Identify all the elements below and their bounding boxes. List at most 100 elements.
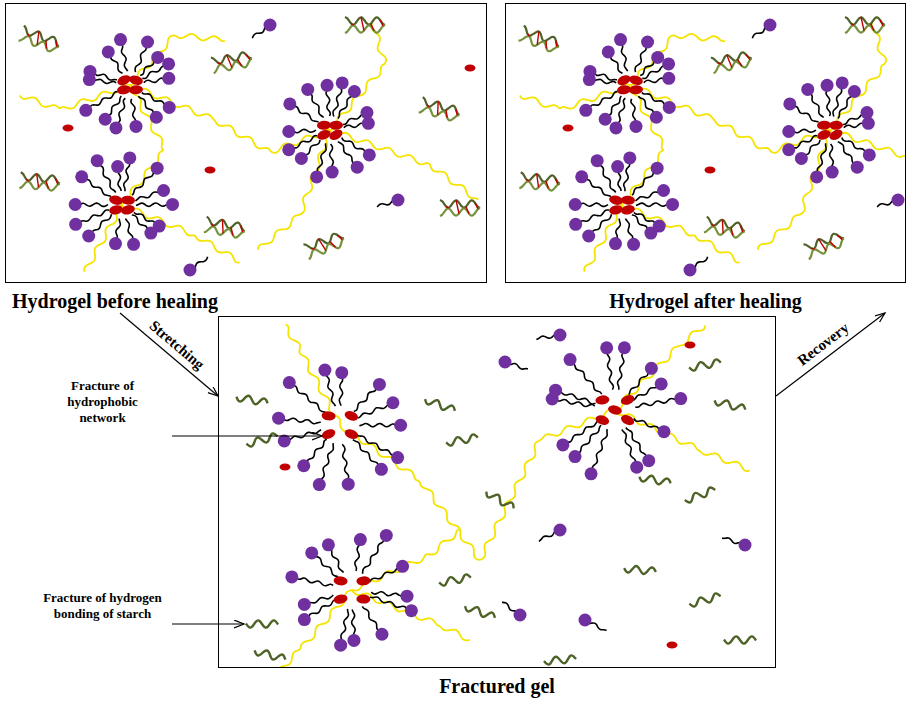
hydrogen-bond (435, 101, 441, 115)
surfactant-tail (140, 61, 154, 75)
surfactant-tail (644, 78, 664, 83)
hydrophobic-core (620, 393, 636, 406)
callout-label: Fracture of hydrogen bonding of starch (40, 590, 165, 622)
polymer-chain (258, 130, 330, 250)
polymer-chain (480, 409, 615, 560)
surfactant-tail (622, 429, 636, 462)
hydrophobic-core (595, 395, 610, 406)
surfactant-head (342, 478, 355, 491)
broken-starch (624, 565, 657, 575)
surfactant-head (130, 120, 143, 133)
intact-network (18, 17, 480, 276)
panel-box: Hydrogel after healing (505, 3, 906, 313)
hydrogen-bond (230, 228, 234, 235)
starch-strand (544, 655, 577, 665)
hydrophobic-core (621, 195, 635, 205)
starch-strand (639, 474, 672, 487)
surfactant-tail (135, 192, 159, 201)
hydrogen-bond (55, 178, 59, 184)
surfactant-head (795, 152, 808, 165)
surfactant-tail (560, 391, 595, 404)
polymer-chain (830, 20, 886, 130)
surfactant-tail (359, 423, 395, 426)
surfactant-tail (607, 353, 614, 390)
hydrophobic-core (607, 404, 623, 416)
surfactant-head (651, 162, 664, 175)
surfactant-head (599, 113, 612, 126)
surfactant-tail (124, 163, 130, 191)
polymer-chain (330, 20, 386, 130)
free-crosslinker (563, 125, 574, 132)
surfactant-tail (92, 214, 112, 232)
process-arrow (776, 313, 885, 396)
surfactant-head (151, 51, 164, 64)
starch-helix (419, 97, 462, 123)
surfactant-tail (618, 172, 621, 191)
hydrogen-bond (475, 203, 478, 209)
surfactant-head (892, 194, 905, 207)
surfactant-head (630, 120, 643, 133)
hydrogen-bond (426, 105, 429, 107)
hydrogen-bond (746, 54, 750, 60)
surfactant-head (301, 83, 314, 96)
broken-starch (544, 655, 577, 665)
starch-strand (440, 200, 480, 208)
hydrogen-bond (727, 54, 732, 68)
surfactant-tail (626, 428, 647, 457)
free-crosslinker (205, 167, 216, 174)
surfactant-head (79, 104, 92, 117)
starch-strand (845, 25, 885, 33)
surfactant-tail (284, 418, 321, 424)
polymer-chain (330, 130, 478, 199)
network-copy (518, 17, 905, 276)
leader-arrow (172, 435, 322, 436)
surfactant-head (162, 57, 175, 70)
polymer-chain (352, 529, 459, 590)
starch-strand (212, 59, 253, 74)
surfactant-head (810, 170, 823, 183)
surfactant-tail (371, 592, 402, 597)
hydrogen-bond (534, 31, 541, 45)
surfactant-tail (580, 210, 609, 222)
surfactant-tail (370, 597, 407, 609)
starch-strand (439, 574, 472, 587)
surfactant-head (375, 463, 388, 476)
hydrogen-bond (454, 109, 458, 116)
surfactant-head (310, 170, 323, 183)
surfactant-head (662, 57, 675, 70)
surfactant-tail (132, 172, 153, 196)
surfactant-head (585, 467, 598, 480)
polymer-chain (130, 85, 330, 153)
surfactant-tail (90, 92, 118, 108)
surfactant-head (651, 51, 664, 64)
hydrogen-bond (740, 226, 744, 232)
hydrogen-bond (819, 238, 826, 252)
starch-helix (440, 200, 480, 216)
process-arrow (120, 313, 218, 396)
surfactant-tail (793, 136, 817, 148)
surfactant-head (499, 356, 512, 369)
hydrogen-bond (371, 24, 374, 31)
surfactant-head (373, 378, 386, 391)
surfactant-head (644, 227, 657, 240)
surfactant-head (283, 376, 296, 389)
hydrogen-bond (861, 17, 864, 31)
surfactant-tail (354, 388, 377, 411)
surfactant-tail (636, 203, 668, 206)
broken-starch (424, 396, 457, 414)
surfactant-tail (638, 96, 653, 113)
surfactant-head (614, 33, 627, 46)
surfactant-head (739, 539, 752, 552)
starch-strand (624, 565, 657, 575)
surfactant-tail (590, 92, 618, 108)
surfactant-tail (307, 439, 327, 461)
surfactant-head (313, 478, 326, 491)
hydrogen-bond (444, 110, 449, 118)
surfactant-tail (132, 215, 148, 230)
starch-strand (724, 636, 756, 643)
surfactant-tail (111, 56, 123, 73)
hydrogen-bond (26, 179, 29, 181)
surfactant-head (848, 85, 861, 98)
hydrogen-bond (711, 224, 714, 226)
surfactant-head (109, 121, 122, 134)
